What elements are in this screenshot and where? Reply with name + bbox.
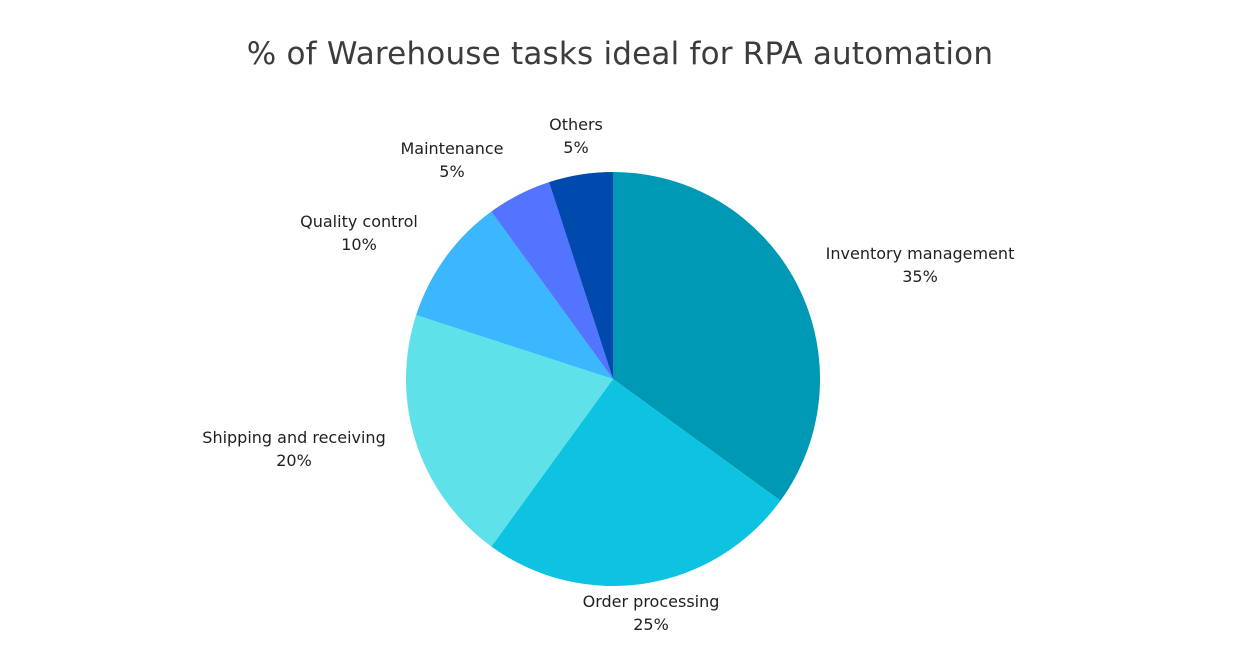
slice-label-percent: 10% bbox=[341, 235, 377, 254]
pie-slice-inventory-management bbox=[613, 172, 821, 501]
slice-label-percent: 35% bbox=[902, 267, 938, 286]
slice-label-name: Inventory management bbox=[826, 244, 1015, 263]
chart-title: % of Warehouse tasks ideal for RPA autom… bbox=[246, 36, 994, 72]
pie-slice-maintenance bbox=[491, 182, 613, 379]
slice-label-name: Shipping and receiving bbox=[202, 428, 385, 447]
slice-label-name: Order processing bbox=[583, 592, 720, 611]
slice-label-name: Maintenance bbox=[400, 139, 503, 158]
slice-label-percent: 20% bbox=[276, 451, 312, 470]
pie-slice-order-processing bbox=[491, 379, 781, 587]
slice-label-percent: 5% bbox=[439, 162, 464, 181]
pie-slice-quality-control bbox=[416, 211, 613, 379]
slice-label-name: Quality control bbox=[300, 212, 418, 231]
slice-label-percent: 5% bbox=[563, 138, 588, 157]
pie-slices bbox=[405, 172, 821, 587]
pie-slice-shipping-and-receiving bbox=[405, 315, 613, 547]
slice-label-name: Others bbox=[549, 115, 603, 134]
pie-slice-others bbox=[549, 172, 613, 379]
slice-label-percent: 25% bbox=[633, 615, 669, 634]
pie-labels: Inventory management 35% Order processing 2… bbox=[202, 115, 1014, 634]
